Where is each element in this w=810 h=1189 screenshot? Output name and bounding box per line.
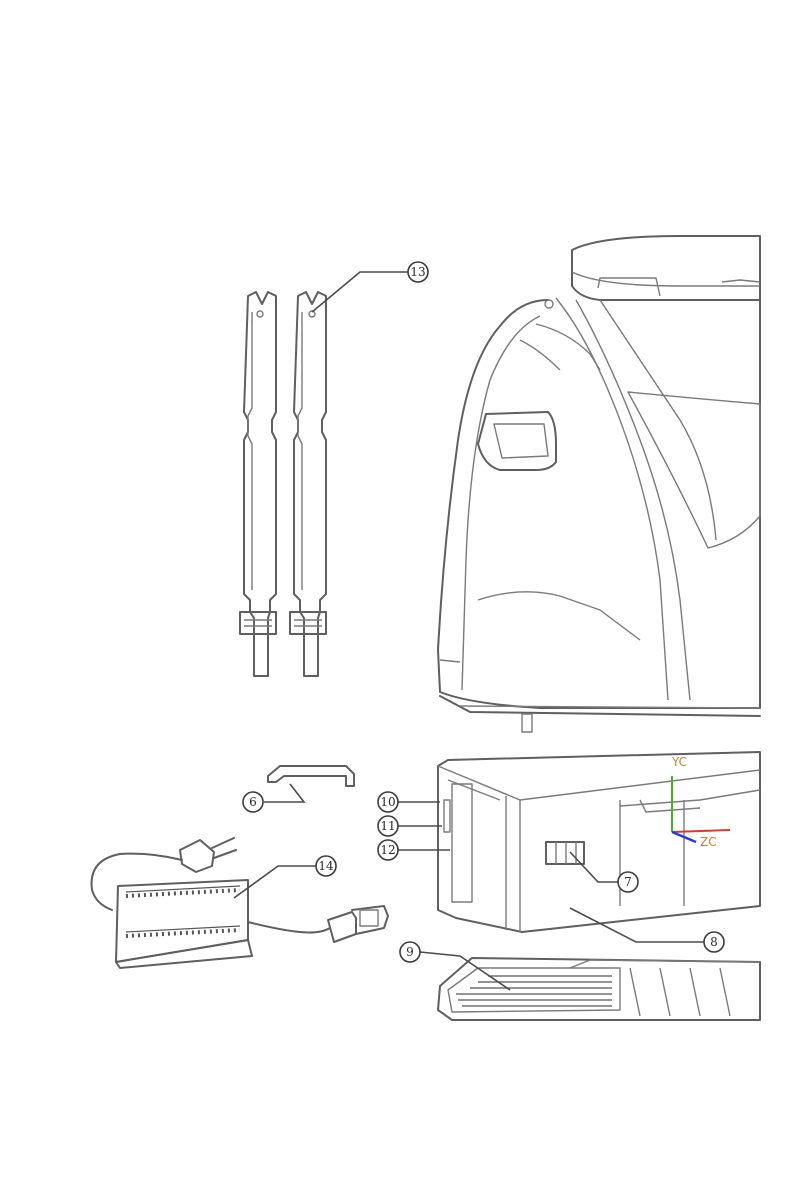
callout-12: 12	[378, 840, 398, 860]
upper-body	[438, 236, 760, 732]
axis-z-label: ZC	[700, 835, 717, 849]
strap-left	[240, 292, 276, 676]
callout-9-label: 9	[406, 945, 414, 959]
callout-14: 14	[316, 856, 336, 876]
callout-11-label: 11	[380, 819, 395, 833]
filter-tray	[438, 958, 760, 1020]
callout-12-label: 12	[380, 843, 395, 857]
callout-8-label: 8	[710, 935, 718, 949]
callout-6-label: 6	[249, 795, 257, 809]
callout-10: 10	[378, 792, 398, 812]
callout-7-label: 7	[624, 875, 632, 889]
callout-8: 8	[704, 932, 724, 952]
strap-right	[290, 292, 326, 676]
callout-11: 11	[378, 816, 398, 836]
callout-7: 7	[618, 872, 638, 892]
callout-10-label: 10	[380, 795, 395, 809]
axis-y-label: YC	[671, 755, 687, 769]
clip-part	[268, 766, 354, 786]
callout-9: 9	[400, 942, 420, 962]
callout-14-label: 14	[318, 859, 334, 873]
callout-13-label: 13	[410, 265, 425, 279]
callout-13: 13	[408, 262, 428, 282]
strap-pair	[240, 292, 326, 676]
callout-6: 6	[243, 792, 263, 812]
power-adapter	[92, 838, 388, 968]
